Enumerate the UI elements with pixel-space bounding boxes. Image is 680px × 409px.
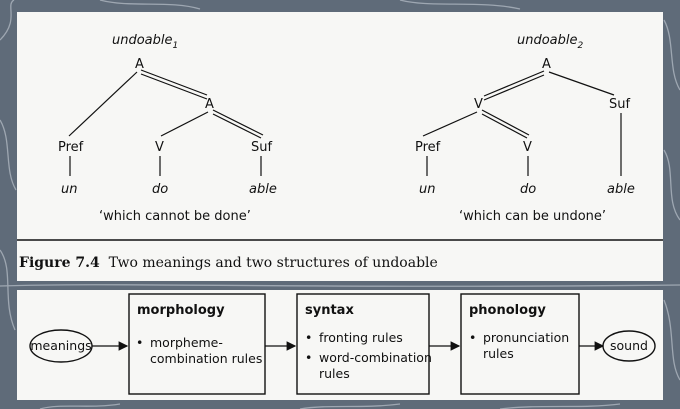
tree-right-word-able: able	[607, 182, 635, 197]
edge	[212, 113, 262, 139]
edge	[140, 73, 208, 100]
sound-node	[602, 330, 656, 362]
tree-right: undoable2 A V Suf Pref V un do able ‘whi…	[415, 33, 635, 224]
bullet: •	[136, 335, 143, 350]
bullet: •	[305, 330, 312, 345]
syntax-rule-line: word-combination	[319, 350, 432, 365]
caption-label: Figure 7.4	[19, 255, 100, 271]
tree-left-verb-node: V	[155, 140, 164, 155]
phonology-box	[460, 293, 580, 395]
phonology-title: phonology	[469, 303, 546, 318]
edge	[481, 109, 530, 136]
figure-caption: Figure 7.4 Two meanings and two structur…	[19, 255, 438, 271]
tree-left: undoable1 A A Pref V Suf un do able ‘whi…	[58, 33, 277, 224]
tree-diagrams: undoable1 A A Pref V Suf un do able ‘whi…	[17, 33, 663, 241]
edge	[140, 69, 208, 96]
tree-left-inner-node: A	[205, 97, 214, 112]
edge	[483, 70, 545, 97]
tree-right-pref-node: Pref	[415, 140, 441, 155]
morphology-rule-line: morpheme-	[150, 335, 223, 350]
tree-right-word-do: do	[520, 182, 536, 197]
edge	[483, 74, 545, 101]
syntax-rule-line: fronting rules	[319, 330, 403, 345]
tree-left-word-able: able	[249, 182, 277, 197]
tree-figure-panel: undoable1 A A Pref V Suf un do able ‘whi…	[17, 12, 663, 281]
phonology-rule-line: pronunciation	[483, 330, 569, 345]
edge	[548, 71, 615, 96]
tree-right-inner-node: V	[474, 97, 483, 112]
syntax-box	[296, 293, 430, 395]
edge	[160, 111, 209, 137]
edge	[422, 111, 478, 137]
edge	[212, 109, 264, 136]
syntax-rule-line: rules	[319, 366, 350, 381]
grammar-flow-panel: meanings morphology • morpheme- combinat…	[17, 290, 663, 400]
meanings-label: meanings	[30, 338, 91, 353]
tree-right-suf-node: Suf	[609, 97, 630, 112]
bullet: •	[305, 350, 312, 365]
tree-right-gloss: ‘which can be undone’	[459, 209, 606, 224]
tree-left-pref-node: Pref	[58, 140, 84, 155]
tree-left-root-node: A	[135, 57, 144, 72]
tree-left-gloss: ‘which cannot be done’	[99, 209, 251, 224]
edge	[68, 71, 138, 137]
tree-right-word-un: un	[419, 182, 435, 197]
phonology-rule-line: rules	[483, 346, 514, 361]
tree-left-suf-node: Suf	[251, 140, 272, 155]
tree-left-title: undoable1	[112, 33, 178, 51]
morphology-rule-line: combination rules	[150, 351, 262, 366]
tree-left-word-un: un	[61, 182, 77, 197]
tree-left-word-do: do	[152, 182, 168, 197]
syntax-title: syntax	[305, 303, 354, 318]
bullet: •	[469, 330, 476, 345]
tree-right-root-node: A	[542, 57, 551, 72]
edge	[481, 113, 528, 139]
morphology-box	[128, 293, 266, 395]
caption-text: Two meanings and two structures of undoa…	[108, 255, 438, 271]
grammar-flow-diagram: meanings morphology • morpheme- combinat…	[29, 293, 656, 395]
morphology-title: morphology	[137, 303, 225, 318]
sound-label: sound	[610, 338, 648, 353]
tree-right-verb-node: V	[523, 140, 532, 155]
tree-right-title: undoable2	[517, 33, 584, 51]
